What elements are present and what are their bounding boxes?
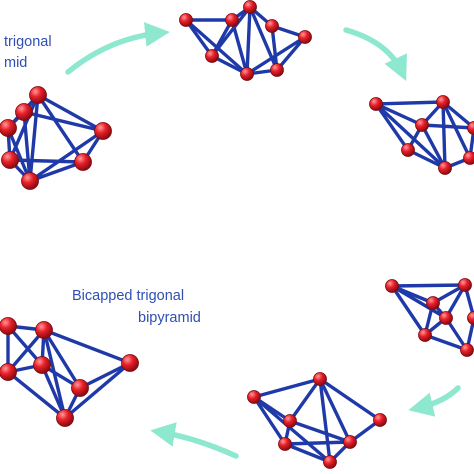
cluster-bottom-right-atom-5 [460,343,474,357]
cluster-bottom-right-bond-11 [390,284,448,320]
cluster-top-right-atom-5 [438,161,452,175]
cluster-top-left-atom-3 [94,122,112,140]
cluster-top-right-atom-6 [463,151,474,165]
cluster-bottom-left-atom-4 [0,363,17,381]
cluster-top-bond-12 [230,18,249,76]
cluster-top-right-atom-4 [401,143,415,157]
cluster-bottom-atom-5 [343,435,357,449]
cluster-bottom-left-atom-1 [0,317,17,335]
cluster-top-right-bond-1 [374,102,424,127]
cluster-top-left-bond-11 [28,160,85,183]
cluster-bottom-bond-5 [318,377,352,444]
cluster-bottom-bond-10 [283,442,332,464]
cluster-bottom-atom-6 [323,455,337,469]
arrow-top-right [343,27,407,81]
cluster-top-atom-4 [205,49,219,63]
cluster-top-atom-7 [225,13,239,27]
cluster-top-left-bond-4 [28,93,40,183]
cluster-top-left-atom-0 [29,86,47,104]
cluster-bottom-right-atom-2 [426,296,440,310]
cluster-top-left-atom-4 [74,153,92,171]
cluster-bottom-right-bond-9 [423,333,469,352]
arrow-bottom [150,422,239,459]
cluster-top-bond-14 [245,35,307,76]
cluster-bottom-right-bond-2 [390,284,427,337]
arrows [65,22,461,459]
cluster-bottom-bond-8 [288,419,352,444]
cluster-bottom-left-bond-10 [6,370,67,420]
arrow-bottom-right [408,385,461,417]
cluster-top-left-bond-14 [28,129,105,183]
cluster-top-left-atom-2 [0,119,17,137]
cluster-top-atom-2 [265,19,279,33]
cluster-top-left-bond-2 [36,93,105,133]
cluster-top-atom-3 [298,30,312,44]
label-trigonal: trigonal [4,34,52,50]
cluster-top-bond-9 [245,5,252,76]
cluster-top-right-atom-3 [415,118,429,132]
cluster-bottom-bond-4 [288,377,322,423]
cluster-bottom-left-atom-2 [121,354,139,372]
cluster-bottom-atom-2 [373,413,387,427]
cluster-top-right-atom-1 [436,95,450,109]
cluster-bottom-bond-12 [252,395,332,464]
cluster-top-right-bond-5 [441,100,447,170]
cluster-bottom-left-atom-0 [35,321,53,339]
label-bipyramid-partial: mid [4,55,27,71]
cluster-bottom-bond-3 [318,377,382,422]
cluster-top-right-bond-10 [420,123,447,170]
cluster-top-atom-6 [270,63,284,77]
cluster-bottom-right-atom-6 [467,311,474,325]
cluster-bottom-right-bond-0 [390,283,467,288]
cluster-bottom-right-atom-3 [439,311,453,325]
cluster-bottom-bond-0 [252,377,322,399]
cluster-bottom-left-atom-3 [71,379,89,397]
cluster-top-atom-5 [240,67,254,81]
cluster-bottom-bond-9 [283,440,352,446]
cluster-bottom-right-atom-4 [418,328,432,342]
cluster-top-bond-13 [270,24,279,72]
cluster-top-left-bond-3 [36,93,85,164]
cluster-top-right-bond-2 [374,102,410,152]
cluster-bottom-atom-4 [278,437,292,451]
cluster-bottom-right-atom-0 [385,279,399,293]
cluster-bottom-left-atom-6 [33,356,51,374]
cluster-top-left-bond-7 [22,110,105,133]
cluster-bottom-left-bond-14 [63,361,132,420]
cluster-top-right-bond-0 [374,100,445,106]
cluster-top-atom-1 [243,0,257,14]
label-bipyramid: bipyramid [138,310,201,326]
cluster-top-right-bond-13 [420,123,474,130]
cluster-top-left-bond-15 [8,158,85,164]
cluster-bottom-right-atom-1 [458,278,472,292]
cluster-top-right-atom-2 [467,121,474,135]
cluster-bottom-bond-2 [252,395,287,446]
cluster-top-right-bond-12 [374,102,447,170]
cluster-bottom-left-bond-3 [6,328,46,374]
cluster-top-left-bond-8 [22,110,32,183]
cluster-top-right-atom-0 [369,97,383,111]
cluster-bottom-left-bond-8 [78,361,132,390]
cluster-top-atom-0 [179,13,193,27]
cluster-top-right-bond-11 [441,100,472,160]
cluster-bottom-atom-3 [283,414,297,428]
cluster-top-left-atom-5 [21,172,39,190]
cluster-bottom-atom-1 [313,372,327,386]
cluster-bottom-bond-13 [318,377,332,464]
label-bicapped-trigonal: Bicapped trigonal [72,288,184,304]
cluster-top-left-atom-6 [1,151,19,169]
cluster-top-left-bond-13 [6,126,32,183]
arrow-top-left [65,22,170,75]
cluster-bottom-left-bond-1 [42,328,132,365]
cluster-bottom-left-bond-12 [40,363,67,420]
cluster-top-bond-7 [275,35,307,72]
cluster-bottom-left-atom-5 [56,409,74,427]
cluster-bottom-atom-0 [247,390,261,404]
cluster-top-left-atom-1 [15,103,33,121]
cluster-bottom-left-bond-2 [42,328,82,390]
